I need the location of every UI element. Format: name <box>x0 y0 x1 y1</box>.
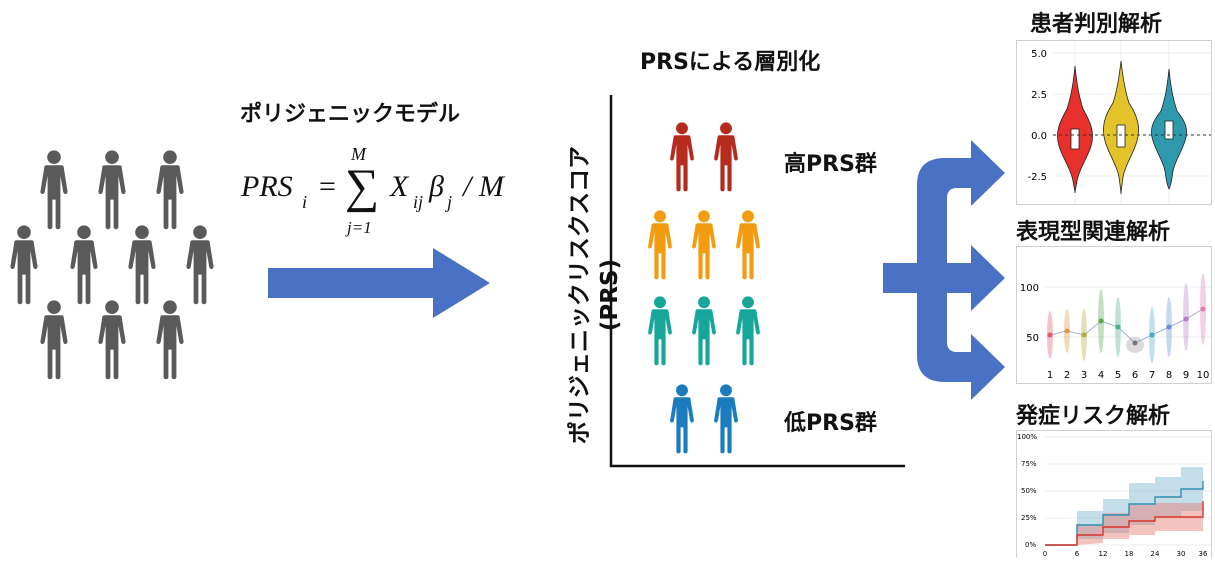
x-tick-label: 2 <box>1064 370 1070 381</box>
onset-risk-title: 発症リスク解析 <box>1016 404 1171 429</box>
formula-upper-limit: M <box>351 144 366 164</box>
x-tick-label: 7 <box>1149 370 1155 381</box>
formula-lhs-subscript: i <box>302 192 308 212</box>
person-icon <box>714 384 738 454</box>
x-tick-label: 3 <box>1081 370 1087 381</box>
person-icon <box>648 210 672 280</box>
prs-axis-label-line1: ポリジェニックリスクスコア <box>567 145 593 445</box>
patient-discrimination-title: 患者判別解析 <box>1030 12 1163 37</box>
onset-risk-panel: 100% 75% 50% 25% 0% 0 6 12 18 24 30 36 <box>1016 430 1212 558</box>
x-tick-label: 9 <box>1183 370 1189 381</box>
person-icon <box>98 300 126 380</box>
y-tick-label: 50 <box>1026 333 1039 344</box>
stratification-title: PRSによる層別化 <box>640 50 821 75</box>
y-tick-label: 100% <box>1017 433 1037 441</box>
formula-term-beta-subscript: j <box>447 192 453 212</box>
x-tick-label: 30 <box>1177 550 1186 558</box>
y-tick-label: 25% <box>1021 514 1037 522</box>
y-tick-label: 100 <box>1020 283 1039 294</box>
high-prs-label: 高PRS群 <box>784 152 877 177</box>
y-tick-label: -2.5 <box>1027 172 1047 183</box>
person-icon <box>186 225 214 305</box>
formula-term-x: X <box>390 170 409 203</box>
population-crowd <box>0 150 230 450</box>
low-prs-people <box>670 384 738 454</box>
upper-middle-prs-people <box>648 210 760 280</box>
x-tick-label: 6 <box>1075 550 1080 558</box>
high-prs-ci-band <box>1077 467 1203 543</box>
phenotype-association-panel: 100 50 1 2 <box>1016 246 1212 384</box>
formula-lower-limit: j=1 <box>347 218 372 237</box>
y-tick-label: 2.5 <box>1031 90 1047 101</box>
x-tick-label: 8 <box>1166 370 1172 381</box>
x-tick-label: 12 <box>1099 550 1108 558</box>
x-tick-label: 18 <box>1125 550 1134 558</box>
y-tick-label: 0% <box>1025 541 1036 549</box>
y-tick-label: 50% <box>1021 487 1037 495</box>
patient-discrimination-panel: 5.0 2.5 0.0 -2.5 <box>1016 40 1212 205</box>
y-tick-label: 75% <box>1021 460 1037 468</box>
branch-arrows-icon <box>883 140 1005 400</box>
person-icon <box>648 296 672 366</box>
formula-lhs: PRS <box>241 170 293 203</box>
sigma-icon: ∑ <box>345 160 380 213</box>
x-tick-label: 24 <box>1151 550 1160 558</box>
person-icon <box>736 296 760 366</box>
lower-middle-prs-people <box>648 296 760 366</box>
x-tick-label: 4 <box>1098 370 1104 381</box>
x-tick-label: 5 <box>1115 370 1121 381</box>
model-title: ポリジェニックモデル <box>240 102 461 127</box>
phenotype-association-title: 表現型関連解析 <box>1016 220 1171 245</box>
prs-formula: PRS i = M ∑ j=1 X ij β j / M <box>235 140 525 240</box>
low-prs-label: 低PRS群 <box>784 411 877 436</box>
person-icon <box>70 225 98 305</box>
person-icon <box>692 210 716 280</box>
low-prs-step-line <box>1045 501 1204 546</box>
formula-term-beta: β <box>429 170 444 203</box>
person-icon <box>736 210 760 280</box>
x-tick-label: 36 <box>1199 550 1208 558</box>
box-red <box>1070 128 1080 150</box>
x-tick-label: 0 <box>1043 550 1047 558</box>
phenotype-plot: 100 50 1 2 <box>1020 273 1211 381</box>
population-crowd-icons <box>10 150 214 380</box>
cumulative-incidence-plot: 100% 75% 50% 25% 0% 0 6 12 18 24 30 36 <box>1017 433 1211 558</box>
stratified-groups <box>648 122 760 454</box>
high-prs-people <box>670 122 738 192</box>
box-teal <box>1164 120 1174 140</box>
y-tick-label: 5.0 <box>1031 49 1047 60</box>
x-tick-label: 10 <box>1197 370 1210 381</box>
formula-term-x-subscript: ij <box>413 192 424 212</box>
x-tick-label: 6 <box>1132 370 1138 381</box>
person-icon <box>128 225 156 305</box>
prs-axes <box>609 95 905 468</box>
x-tick-label: 1 <box>1047 370 1053 381</box>
box-yellow <box>1116 124 1126 148</box>
person-icon <box>40 150 68 230</box>
formula-divisor: / M <box>463 170 504 203</box>
person-icon <box>670 384 694 454</box>
person-icon <box>98 150 126 230</box>
person-icon <box>156 150 184 230</box>
formula-equals: = <box>319 170 336 203</box>
right-arrow-icon <box>268 248 490 318</box>
y-tick-label: 0.0 <box>1031 131 1047 142</box>
high-prs-step-line <box>1045 481 1204 546</box>
violin-plot: 5.0 2.5 0.0 -2.5 <box>1027 41 1211 204</box>
person-icon <box>714 122 738 192</box>
person-icon <box>40 300 68 380</box>
low-prs-ci-band <box>1077 503 1203 545</box>
person-icon <box>156 300 184 380</box>
person-icon <box>10 225 38 305</box>
person-icon <box>692 296 716 366</box>
person-icon <box>670 122 694 192</box>
